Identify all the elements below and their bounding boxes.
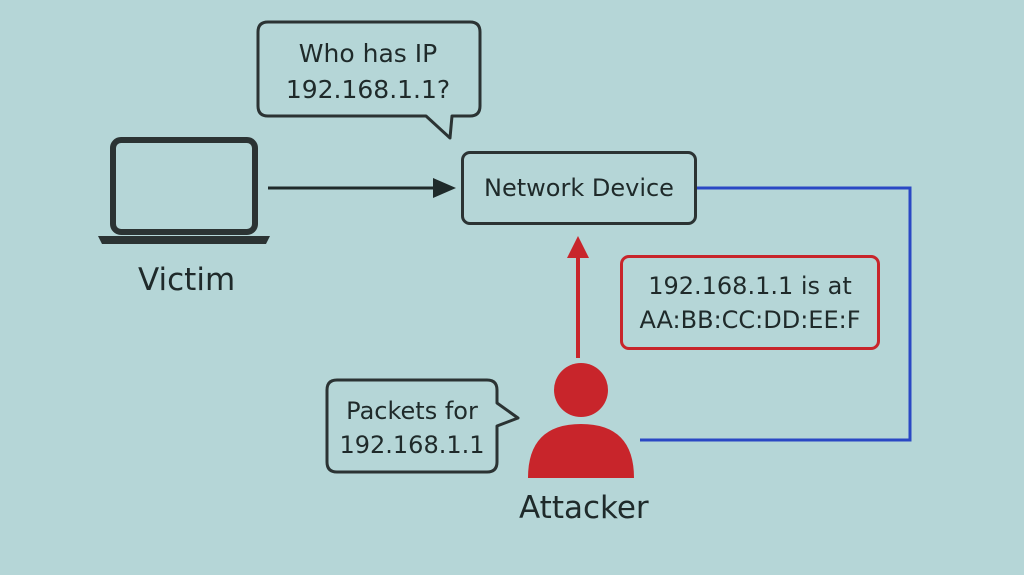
packets-line-2: 192.168.1.1: [339, 431, 485, 459]
attacker-person-icon: [528, 363, 634, 478]
victim-label: Victim: [138, 262, 236, 298]
packets-line-1: Packets for: [346, 397, 478, 425]
request-line-2: 192.168.1.1?: [285, 75, 451, 104]
reply-line-1: 192.168.1.1 is at: [648, 271, 852, 300]
packets-speech-bubble: [325, 378, 520, 474]
reply-line-2: AA:BB:CC:DD:EE:F: [639, 305, 861, 334]
network-device-box: Network Device: [461, 151, 697, 225]
network-link: [640, 186, 912, 442]
spoofed-reply-box: 192.168.1.1 is at AA:BB:CC:DD:EE:F: [620, 255, 880, 350]
network-device-label: Network Device: [484, 174, 674, 202]
laptop-icon: [98, 137, 270, 244]
request-text: Who has IP 192.168.1.1?: [262, 36, 474, 108]
attacker-label: Attacker: [519, 490, 649, 526]
request-speech-bubble: [256, 20, 482, 140]
request-line-1: Who has IP: [298, 39, 438, 68]
packets-text: Packets for 192.168.1.1: [332, 394, 492, 462]
